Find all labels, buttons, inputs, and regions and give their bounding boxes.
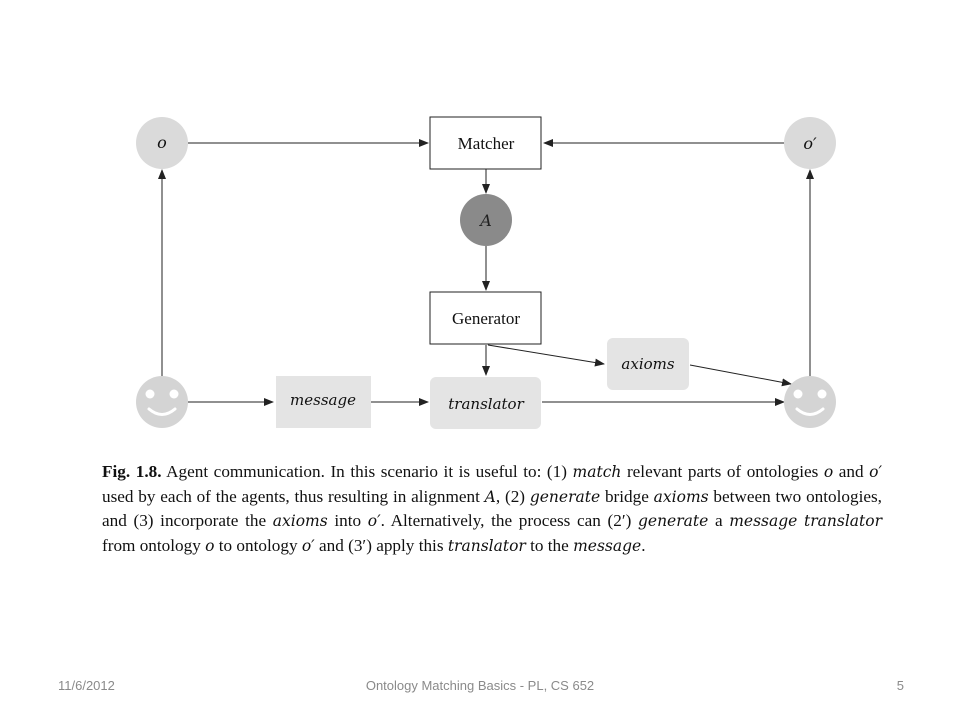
node-matcher: Matcher: [429, 116, 542, 170]
caption-text: to ontology: [214, 535, 302, 555]
caption-term: generate: [529, 487, 601, 506]
caption-term: axioms: [272, 512, 328, 530]
node-message-label: message: [290, 391, 356, 409]
node-alignment-label: A: [478, 211, 492, 230]
edge-axioms-to-agent2: [689, 364, 792, 387]
caption-text: , (2): [495, 486, 530, 506]
node-matcher-label: Matcher: [458, 134, 515, 153]
node-ontology-oprime-label: o′: [803, 134, 817, 153]
caption-text: into: [327, 511, 368, 530]
caption-term: translator: [804, 512, 883, 530]
node-ontology-o-label: o: [157, 133, 167, 152]
agent-communication-diagram: o o′ Matcher A Generator axioms: [136, 116, 836, 429]
caption-text: Agent communication. In this scenario it…: [161, 462, 573, 481]
node-generator: Generator: [429, 291, 542, 345]
caption-term: o: [823, 463, 834, 481]
caption-term: A: [484, 487, 496, 506]
node-axioms-label: axioms: [621, 355, 674, 373]
node-ontology-oprime: o′: [784, 117, 836, 169]
caption-text: from ontology: [102, 535, 206, 555]
caption-term: generate: [637, 512, 709, 530]
footer-date: 11/6/2012: [58, 678, 115, 693]
footer-title: Ontology Matching Basics - PL, CS 652: [365, 678, 595, 693]
caption-term: message: [729, 512, 798, 530]
node-translator: translator: [430, 377, 541, 429]
agent-left-smiley-icon: [136, 376, 188, 428]
caption-term: o′: [367, 512, 381, 530]
caption-text: a: [708, 511, 730, 530]
footer-page-number: 5: [896, 678, 904, 693]
node-alignment: A: [460, 194, 512, 246]
caption-term: o′: [301, 536, 315, 555]
caption-term: axioms: [653, 487, 709, 506]
agent-right-smiley-icon: [784, 376, 836, 428]
caption-term: message: [573, 536, 642, 555]
caption-text: and (3′) apply this: [314, 535, 448, 555]
caption-term: match: [572, 463, 622, 481]
node-message: message: [276, 376, 371, 428]
figure-caption-text: Fig. 1.8. Agent communication. In this s…: [102, 460, 882, 558]
caption-text: bridge: [600, 486, 654, 506]
caption-text: . Alternatively, the process can (2′): [380, 511, 638, 530]
node-translator-label: translator: [448, 395, 524, 413]
node-axioms: axioms: [607, 338, 689, 390]
caption-text: and: [833, 462, 870, 481]
node-ontology-o: o: [136, 117, 188, 169]
caption-text: between two ontologies, and (3) incorpor…: [102, 486, 882, 531]
caption-term: o: [205, 536, 215, 555]
edge-generator-to-axioms: [487, 344, 605, 367]
edges: [158, 139, 814, 406]
caption-term: translator: [447, 536, 526, 555]
caption-text: to the: [525, 535, 574, 555]
caption-text: .: [641, 535, 646, 555]
caption-text: relevant parts of ontologies: [621, 462, 824, 481]
caption-text: used by each of the agents, thus resulti…: [102, 486, 485, 506]
node-generator-label: Generator: [452, 309, 520, 328]
figure-label: Fig. 1.8.: [102, 462, 162, 481]
figure-caption: Fig. 1.8. Agent communication. In this s…: [102, 460, 882, 558]
caption-term: o′: [869, 463, 883, 481]
